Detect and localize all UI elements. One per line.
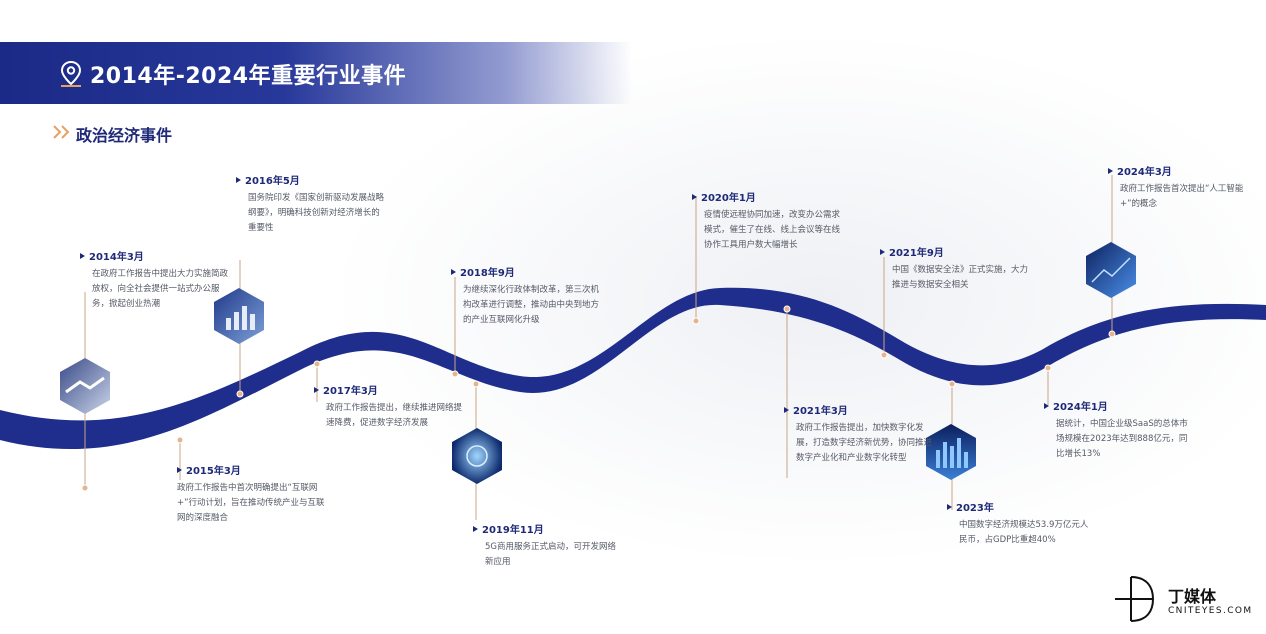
event-text: 国务院印发《国家创新驱动发展战略纲要》，明确科技创新对经济增长的重要性 [248, 193, 385, 233]
triangle-right-icon [236, 176, 241, 183]
event-2017-03: 2017年3月 政府工作报告提出，继续推进网络提速降费，促进数字经济发展 [314, 382, 462, 431]
data-skyline-photo [1086, 242, 1136, 298]
event-text: 5G商用服务正式启动，可开发网络新应用 [485, 542, 616, 567]
triangle-right-icon [692, 193, 697, 200]
event-text: 为继续深化行政体制改革，第三次机构改革进行调整，推动由中央到地方的产业互联网化升… [463, 285, 600, 325]
event-text: 政府工作报告提出，继续推进网络提速降费，促进数字经济发展 [326, 403, 463, 428]
event-date: 2024年3月 [1117, 167, 1172, 178]
double-chevron-right-icon [53, 125, 70, 139]
brand-logo-icon [1115, 576, 1155, 622]
event-2014-03: 2014年3月 在政府工作报告中提出大力实施简政放权，向全社会提供一站式办公服务… [80, 248, 228, 312]
event-2024-01: 2024年1月 据统计，中国企业级SaaS的总体市场规模在2023年达到888亿… [1044, 398, 1192, 462]
event-text: 政府工作报告中首次明确提出“互联网+”行动计划，旨在推动传统产业与互联网的深度融… [177, 483, 325, 523]
event-2024-03: 2024年3月 政府工作报告首次提出“人工智能+”的概念 [1108, 163, 1256, 212]
event-2023: 2023年 中国数字经济规模达53.9万亿元人民币，占GDP比重超40% [947, 499, 1095, 548]
triangle-right-icon [947, 503, 952, 510]
event-text: 据统计，中国企业级SaaS的总体市场规模在2023年达到888亿元，同比增长13… [1056, 419, 1188, 459]
event-text: 中国数字经济规模达53.9万亿元人民币，占GDP比重超40% [959, 520, 1089, 545]
title-band [0, 42, 632, 104]
event-text: 政府工作报告首次提出“人工智能+”的概念 [1120, 184, 1244, 209]
triangle-right-icon [1044, 402, 1049, 409]
bar-chart-photo [214, 288, 264, 344]
event-date: 2015年3月 [186, 466, 241, 477]
triangle-right-icon [473, 525, 478, 532]
event-text: 在政府工作报告中提出大力实施简政放权，向全社会提供一站式办公服务，掀起创业热潮 [92, 269, 229, 309]
location-pin-icon [60, 60, 82, 87]
event-date: 2021年3月 [793, 406, 848, 417]
event-date: 2024年1月 [1053, 402, 1108, 413]
brand-name-cn: 丁媒体 [1168, 587, 1217, 606]
event-text: 疫情使远程协同加速，改变办公需求模式，催生了在线、线上会议等在线协作工具用户数大… [704, 210, 841, 250]
event-date: 2018年9月 [460, 268, 515, 279]
page-title: 2014年-2024年重要行业事件 [90, 64, 407, 89]
city-network-photo [926, 424, 976, 480]
event-2020-01: 2020年1月 疫情使远程协同加速，改变办公需求模式，催生了在线、线上会议等在线… [692, 189, 840, 253]
event-text: 政府工作报告提出，加快数字化发展，打造数字经济新优势，协同推进数字产业化和产业数… [796, 423, 933, 463]
event-2021-03: 2021年3月 政府工作报告提出，加快数字化发展，打造数字经济新优势，协同推进数… [784, 402, 932, 466]
event-date: 2021年9月 [889, 248, 944, 259]
digital-brain-photo [452, 428, 502, 484]
event-date: 2017年3月 [323, 386, 378, 397]
event-date: 2016年5月 [245, 176, 300, 187]
brand-name-en: CNITEYES.COM [1168, 606, 1253, 616]
timeline-nodes [81, 305, 1116, 492]
triangle-right-icon [451, 268, 456, 275]
event-text: 中国《数据安全法》正式实施，大力推进与数据安全相关 [892, 265, 1029, 290]
event-2018-09: 2018年9月 为继续深化行政体制改革，第三次机构改革进行调整，推动由中央到地方… [451, 264, 599, 328]
triangle-right-icon [177, 466, 182, 473]
section-title: 政治经济事件 [76, 126, 173, 145]
triangle-right-icon [784, 406, 789, 413]
event-date: 2019年11月 [482, 525, 544, 536]
event-2016-05: 2016年5月 国务院印发《国家创新驱动发展战略纲要》，明确科技创新对经济增长的… [236, 172, 384, 236]
event-2015-03: 2015年3月 政府工作报告中首次明确提出“互联网+”行动计划，旨在推动传统产业… [177, 462, 325, 526]
triangle-right-icon [1108, 167, 1113, 174]
event-2019-11: 2019年11月 5G商用服务正式启动，可开发网络新应用 [473, 521, 621, 570]
event-date: 2023年 [956, 503, 994, 514]
triangle-right-icon [314, 386, 319, 393]
event-date: 2020年1月 [701, 193, 756, 204]
event-date: 2014年3月 [89, 252, 144, 263]
handshake-photo [60, 358, 110, 414]
triangle-right-icon [880, 248, 885, 255]
event-2021-09: 2021年9月 中国《数据安全法》正式实施，大力推进与数据安全相关 [880, 244, 1028, 293]
triangle-right-icon [80, 252, 85, 259]
